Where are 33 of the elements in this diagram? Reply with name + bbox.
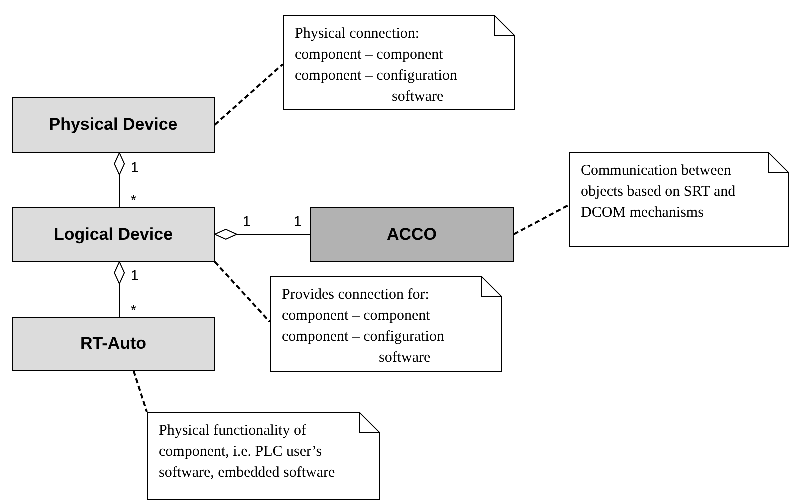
note [283,15,515,110]
note [147,412,380,500]
aggregation-line [114,262,126,318]
multiplicity-label: * [131,193,136,207]
note-connector [214,261,271,323]
note [270,276,502,372]
multiplicity-label: 1 [131,160,139,174]
note-text: component – component [295,46,444,65]
note-text: Provides connection for: [282,286,430,305]
note-connector [132,370,148,412]
class-box [12,207,215,262]
multiplicity-label: 1 [243,214,251,228]
class-name: Logical Device [54,224,174,244]
note-text: component – configuration software [282,328,446,368]
multiplicity-label: * [131,303,136,317]
note-connector [514,204,570,236]
note-text: Communication between objects based on SRT and DCOM mechanisms [581,162,737,223]
aggregation-line [114,152,126,208]
note-connector [214,64,284,126]
note-text: Physical connection: [295,25,421,44]
aggregation-line [214,229,310,240]
note-text: component – configuration software [295,67,458,107]
note [569,152,789,247]
multiplicity-label: 1 [131,268,139,282]
class-name: ACCO [386,224,438,244]
class-name: Physical Device [49,115,178,135]
class-box [12,317,215,371]
note-text: component – component [282,307,432,326]
class-box [12,97,215,153]
multiplicity-label: 1 [294,214,302,228]
note-text: Physical functionality of component, i.e. PLC user’s software, embedded software [159,422,336,483]
class-box [310,207,514,262]
class-name: RT-Auto [80,334,147,354]
